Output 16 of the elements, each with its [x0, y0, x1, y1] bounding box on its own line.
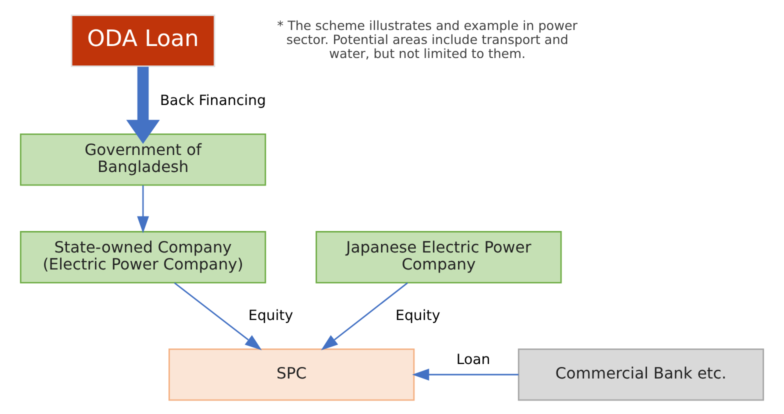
edge-label: Equity [396, 308, 440, 324]
node-box: ODA Loan [70, 14, 216, 67]
arrow [126, 66, 160, 144]
node-box: Japanese Electric Power Company [316, 231, 562, 284]
arrow [412, 368, 519, 381]
edge-label: Equity [248, 308, 294, 324]
node-box: State-owned Company (Electric Power Company) [20, 231, 266, 284]
edge-label: Loan [456, 352, 490, 368]
node-box: SPC [168, 348, 415, 401]
label: * The scheme illustrates and example in power sector. Potential areas include transport and water, but not limited to them. [277, 18, 578, 62]
arrow [321, 282, 408, 350]
node-box: Commercial Bank etc. [518, 348, 764, 401]
arrow [174, 282, 262, 350]
node-box: Government of Bangladesh [20, 133, 266, 186]
arrow [137, 185, 149, 234]
edge-label: Back Financing [160, 93, 266, 110]
